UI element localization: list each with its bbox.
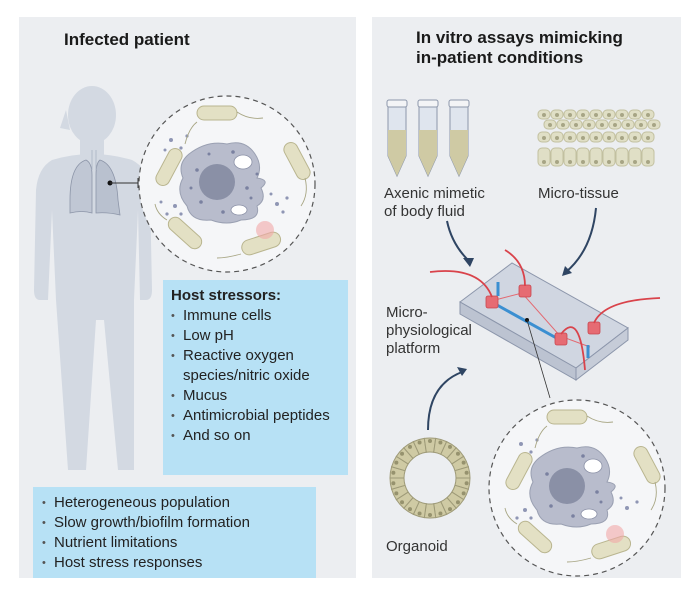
nucleus (549, 468, 585, 504)
stressor-item: And so on (171, 426, 340, 446)
stressor-item: Immune cells (171, 306, 340, 326)
trait-item: Host stress responses (42, 553, 307, 573)
host-stressors-heading: Host stressors: (171, 287, 282, 304)
nucleus (199, 164, 235, 200)
stressor-item: Reactive oxygen species/nitric oxide (171, 346, 340, 386)
macrophage-icon (179, 142, 266, 224)
channel (496, 303, 561, 342)
lung-pointer (107, 178, 139, 188)
damage-spot (256, 221, 274, 239)
damage-spot (606, 525, 624, 543)
tissue-cell (615, 147, 629, 167)
host-stressors-box: Host stressors: Immune cells Low pH Reac… (163, 280, 348, 475)
tubing (429, 249, 661, 371)
arrow-tissue-to-platform (565, 207, 597, 273)
ports (485, 284, 601, 346)
stressor-item: Mucus (171, 386, 340, 406)
microphysiological-chip-icon (429, 249, 661, 399)
organoid-icon (389, 437, 471, 519)
tissue-cell (628, 147, 642, 167)
in-vitro-title-line1: In vitro assays mimicking (416, 28, 623, 47)
arrow-organoid-to-platform (427, 371, 463, 431)
flagella (154, 111, 307, 259)
micro-tissue-icon (537, 109, 661, 167)
tissue-cell (563, 147, 577, 167)
in-vitro-title-line2: in-patient conditions (416, 48, 584, 67)
micro-tissue-label: Micro-tissue (538, 185, 619, 202)
vacuole (230, 204, 248, 216)
bacteria (155, 105, 311, 256)
platform-label-line2: physiological (386, 322, 472, 339)
tissue-cell (589, 147, 603, 167)
tissue-cell (550, 147, 564, 167)
bacterium-icon (167, 216, 203, 250)
human-silhouette-icon (34, 86, 152, 470)
axenic-label-line1: Axenic mimetic (384, 185, 485, 202)
trait-item: Slow growth/biofilm formation (42, 513, 307, 533)
stressor-item: Low pH (171, 326, 340, 346)
platform-label-line1: Micro- (386, 304, 428, 321)
tissue-cell (641, 147, 655, 167)
trait-item: Nutrient limitations (42, 533, 307, 553)
platform-pointer (526, 319, 551, 399)
infected-patient-title: Infected patient (64, 30, 190, 49)
bacteria (505, 409, 661, 560)
platform-label-line3: platform (386, 340, 441, 357)
trait-item: Heterogeneous population (42, 493, 307, 513)
stressor-particles (159, 134, 289, 216)
tissue-cell (537, 147, 551, 167)
organoid-label: Organoid (386, 538, 448, 555)
test-tubes-icon (386, 99, 470, 178)
bacterium-icon (155, 148, 183, 186)
vacuole (233, 154, 253, 170)
bacterium-icon (283, 142, 311, 180)
bacterium-icon (196, 105, 238, 121)
lungs-icon (69, 150, 121, 216)
axenic-label-line2: of body fluid (384, 203, 465, 220)
stressor-item: Antimicrobial peptides (171, 406, 340, 426)
population-traits-box: Heterogeneous population Slow growth/bio… (33, 487, 316, 578)
organoid-cell (454, 466, 471, 479)
tissue-cell (576, 147, 590, 167)
tissue-cell (602, 147, 616, 167)
